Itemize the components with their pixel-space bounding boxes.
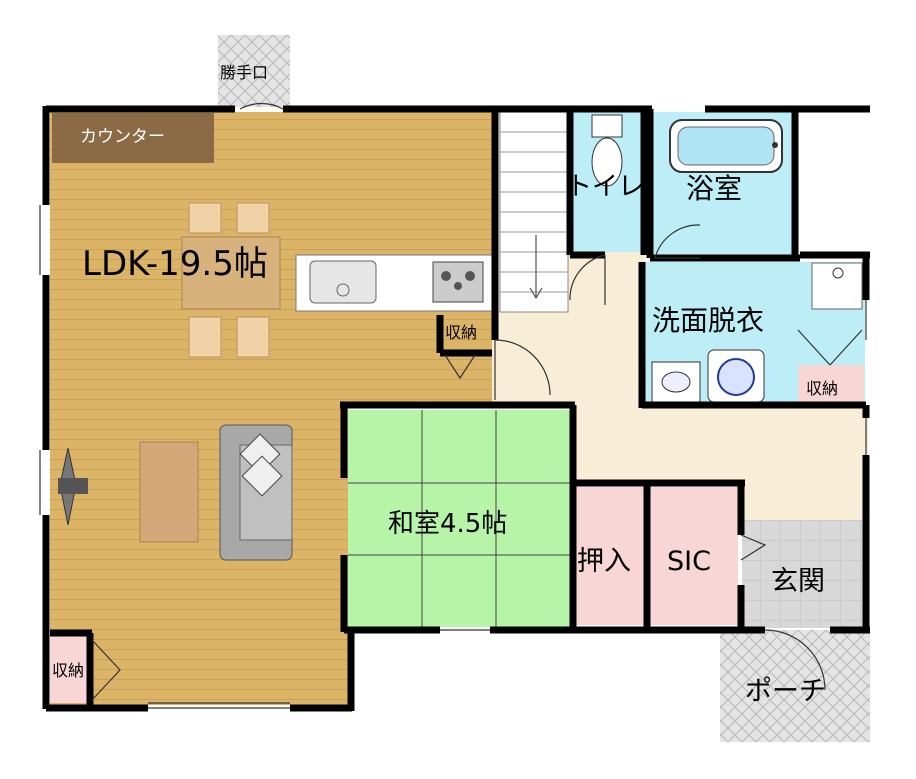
oshiire-floor — [573, 487, 645, 625]
dining-table — [181, 236, 281, 310]
storage-ldk-floor — [50, 633, 92, 703]
label-ldk: LDK-19.5帖 — [82, 244, 268, 284]
label-washroom: 洗面脱衣 — [652, 304, 764, 337]
label-bath: 浴室 — [686, 172, 742, 205]
label-washitsu: 和室4.5帖 — [388, 509, 507, 539]
label-counter: カウンター — [80, 127, 165, 147]
toilet-icon — [591, 137, 623, 187]
label-toilet: トイレ — [566, 172, 644, 202]
chair-icon — [188, 316, 222, 358]
counter-area — [52, 113, 214, 163]
label-sic: SIC — [667, 546, 711, 577]
sink — [309, 260, 377, 304]
label-storage-ldk: 収納 — [52, 661, 84, 680]
sic-floor — [650, 487, 738, 625]
chair-icon — [188, 202, 222, 234]
genkan-floor — [742, 520, 868, 628]
label-genkan: 玄関 — [771, 566, 825, 597]
label-storage-kitchen: 収納 — [445, 323, 477, 342]
chair-icon — [236, 316, 270, 358]
label-back-door: 勝手口 — [220, 63, 268, 82]
chair-icon — [236, 202, 270, 234]
label-porch: ポーチ — [745, 676, 826, 707]
stairs-arrow — [529, 235, 543, 300]
label-oshiire: 押入 — [577, 546, 631, 577]
porch-area — [720, 630, 870, 742]
label-storage-wash: 収納 — [806, 379, 838, 398]
coffee-table — [139, 441, 199, 543]
washitsu-floor — [348, 410, 570, 627]
storage-wash-floor — [798, 365, 864, 403]
back-door-step — [218, 35, 290, 107]
toilet-tank — [591, 114, 623, 138]
cushion-icon — [241, 455, 283, 497]
